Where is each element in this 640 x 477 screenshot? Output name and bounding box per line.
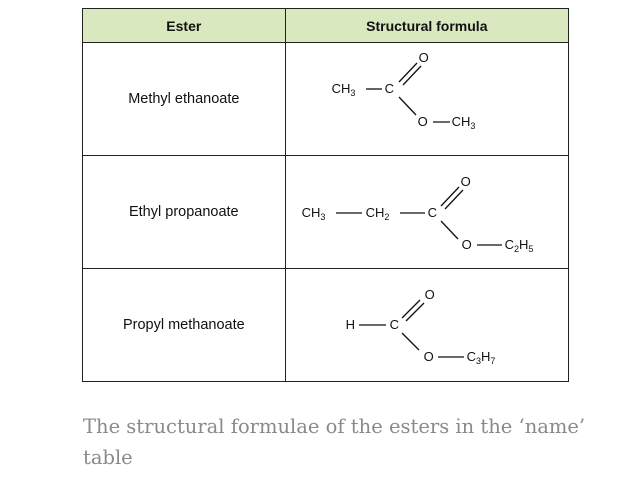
double-bond-line <box>405 302 425 322</box>
structural-formula-column-header: Structural formula <box>284 8 570 43</box>
ester-name: Propyl methanoate <box>82 268 286 382</box>
ester-oxygen: O <box>423 349 434 364</box>
methyl-group-left: CH3 <box>331 81 356 98</box>
carbonyl-oxygen: O <box>418 50 429 65</box>
ethyl-group: C2H5 <box>504 237 534 254</box>
methyl-group: CH3 <box>301 205 326 222</box>
double-bond-line <box>402 65 422 86</box>
bond-lines <box>358 299 464 358</box>
esters-table: Ester Structural formula Methyl ethanoat… <box>82 8 570 382</box>
carbonyl-oxygen: O <box>424 287 435 302</box>
carbonyl-carbon: C <box>389 317 400 332</box>
hydrogen-atom: H <box>345 317 356 332</box>
methyl-group-right: CH3 <box>451 114 476 131</box>
double-bond-line <box>444 189 464 210</box>
double-bond-line <box>401 299 421 319</box>
single-bond <box>440 220 459 240</box>
structural-formula: CH3 C O O CH3 <box>284 42 570 156</box>
methylene-group: CH2 <box>365 205 390 222</box>
propyl-group: C3H7 <box>466 349 496 366</box>
table-row: Methyl ethanoate CH3 C O O CH3 <box>82 42 570 156</box>
ester-oxygen: O <box>461 237 472 252</box>
double-bond-line <box>440 186 460 207</box>
table-header-row: Ester Structural formula <box>82 8 570 43</box>
ester-name: Ethyl propanoate <box>82 155 286 269</box>
carbonyl-carbon: C <box>384 81 395 96</box>
bond-lines <box>365 62 450 123</box>
table-row: Ethyl propanoate CH3 CH2 C O O <box>82 155 570 269</box>
structural-formula: H C O O C3H7 <box>284 268 570 382</box>
double-bond-line <box>398 62 418 83</box>
carbonyl-oxygen: O <box>460 174 471 189</box>
ester-name: Methyl ethanoate <box>82 42 286 156</box>
single-bond <box>401 332 420 351</box>
table-row: Propyl methanoate H C O O C3H7 <box>82 268 570 382</box>
single-bond <box>398 96 417 116</box>
ester-oxygen: O <box>417 114 428 129</box>
bond-lines <box>335 186 502 246</box>
table-caption: The structural formulae of the esters in… <box>83 415 586 469</box>
structural-formula: CH3 CH2 C O O C2H5 <box>284 155 570 269</box>
carbonyl-carbon: C <box>427 205 438 220</box>
ester-column-header: Ester <box>82 8 286 43</box>
